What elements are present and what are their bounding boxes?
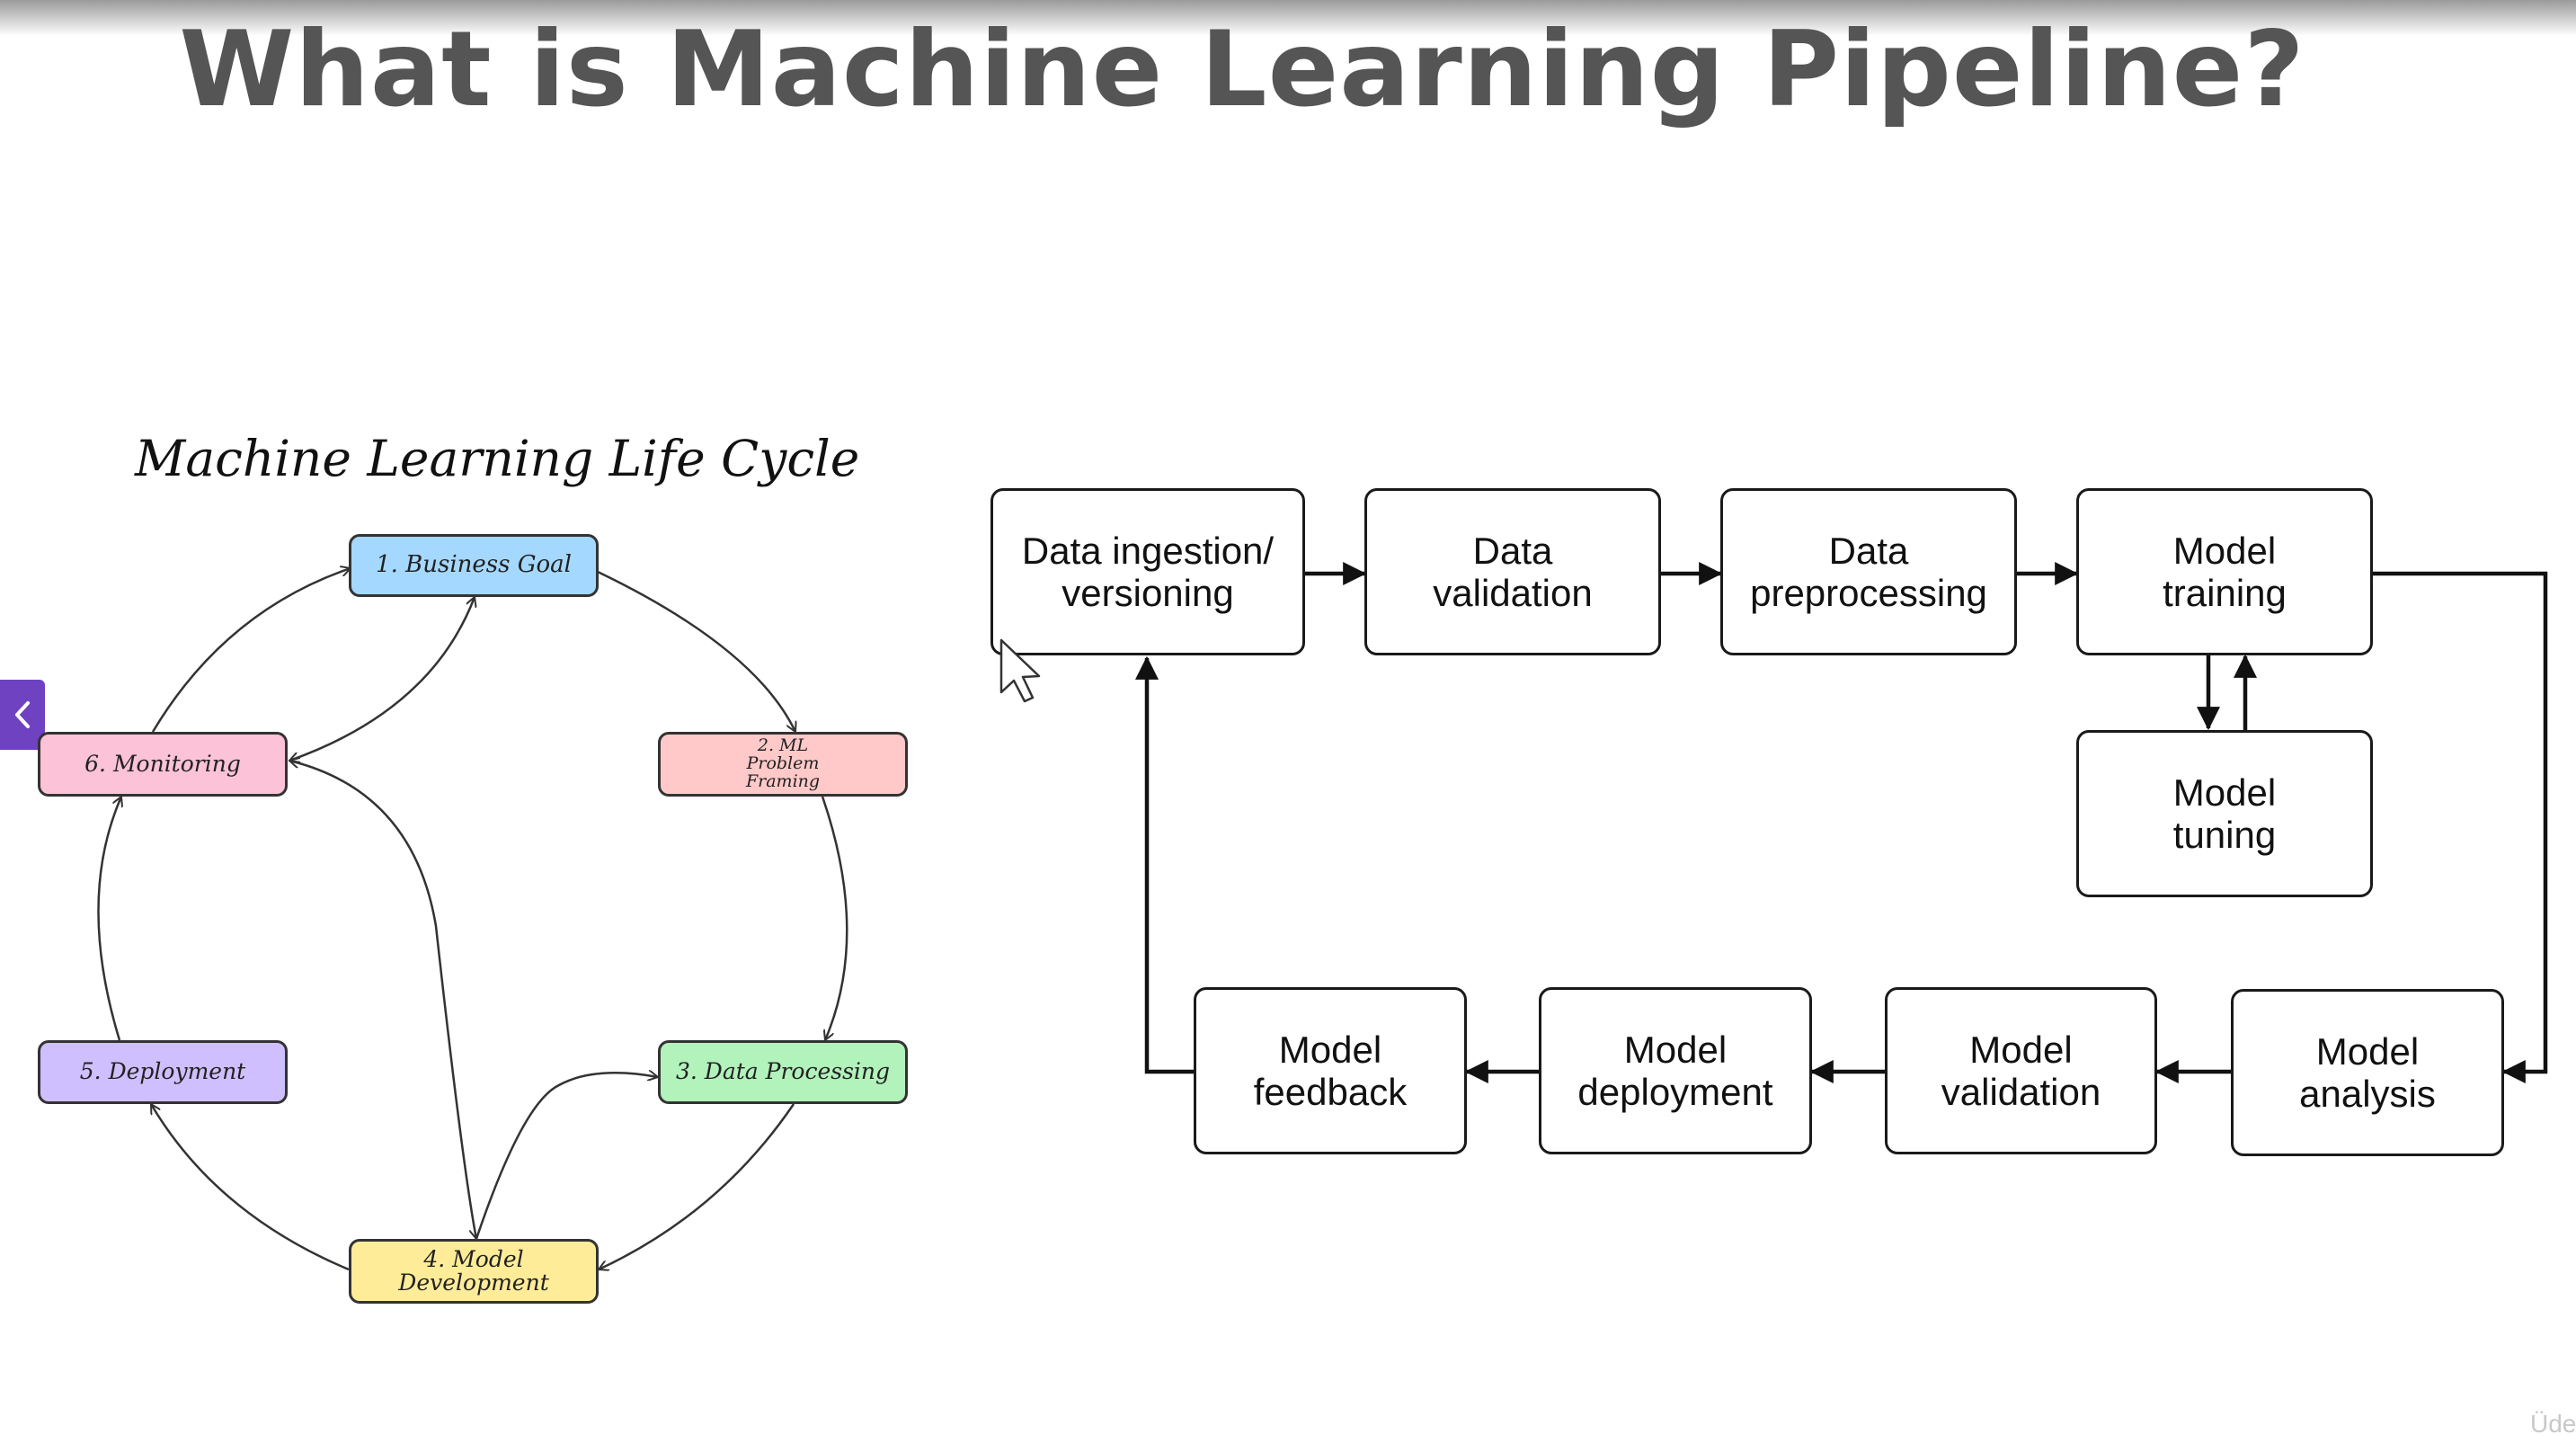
- pl-node-analysis: Model analysis: [2231, 989, 2504, 1156]
- lc-arrow-development-deployment: [149, 1104, 350, 1271]
- pl-node-ingestion: Data ingestion/ versioning: [990, 488, 1305, 655]
- lc-node-data-processing: 3. Data Processing: [658, 1040, 908, 1104]
- lc-node-monitoring: 6. Monitoring: [38, 732, 288, 797]
- back-tab[interactable]: [0, 680, 45, 750]
- pl-node-data-validation: Data validation: [1364, 488, 1661, 655]
- pl-arrow-feedback-ingestion: [1135, 655, 1194, 1074]
- lc-arrow-goal-framing: [597, 570, 795, 732]
- page-title: What is Machine Learning Pipeline?: [179, 9, 2305, 130]
- lc-arrow-development-processing: [475, 1073, 658, 1240]
- watermark: Üde: [2530, 1410, 2576, 1438]
- lc-node-deployment: 5. Deployment: [38, 1040, 288, 1104]
- lifecycle-title: Machine Learning Life Cycle: [135, 430, 860, 487]
- lc-node-problem-framing: 2. ML Problem Framing: [658, 732, 908, 797]
- lc-arrow-processing-development: [599, 1103, 795, 1269]
- pl-node-tuning: Model tuning: [2076, 730, 2373, 897]
- lc-arrow-monitoring-goal: [151, 568, 351, 733]
- pl-node-training: Model training: [2076, 488, 2373, 655]
- pl-arrow-training-analysis: [2373, 571, 2548, 1083]
- chevron-left-icon: [15, 701, 30, 728]
- lc-arrow-monitoring-development: [289, 761, 476, 1239]
- pl-node-model-validation: Model validation: [1885, 987, 2157, 1154]
- lc-node-business-goal: 1. Business Goal: [349, 534, 599, 597]
- lc-arrow-deployment-monitoring: [97, 797, 121, 1041]
- pl-node-model-deployment: Model deployment: [1539, 987, 1812, 1154]
- lc-node-model-development: 4. Model Development: [349, 1239, 599, 1304]
- lc-arrow-goal-monitoring: [289, 597, 475, 761]
- pl-node-preprocessing: Data preprocessing: [1720, 488, 2017, 655]
- pl-node-feedback: Model feedback: [1194, 987, 1467, 1154]
- top-shadow: [0, 0, 2576, 36]
- lc-arrow-framing-processing: [821, 796, 848, 1040]
